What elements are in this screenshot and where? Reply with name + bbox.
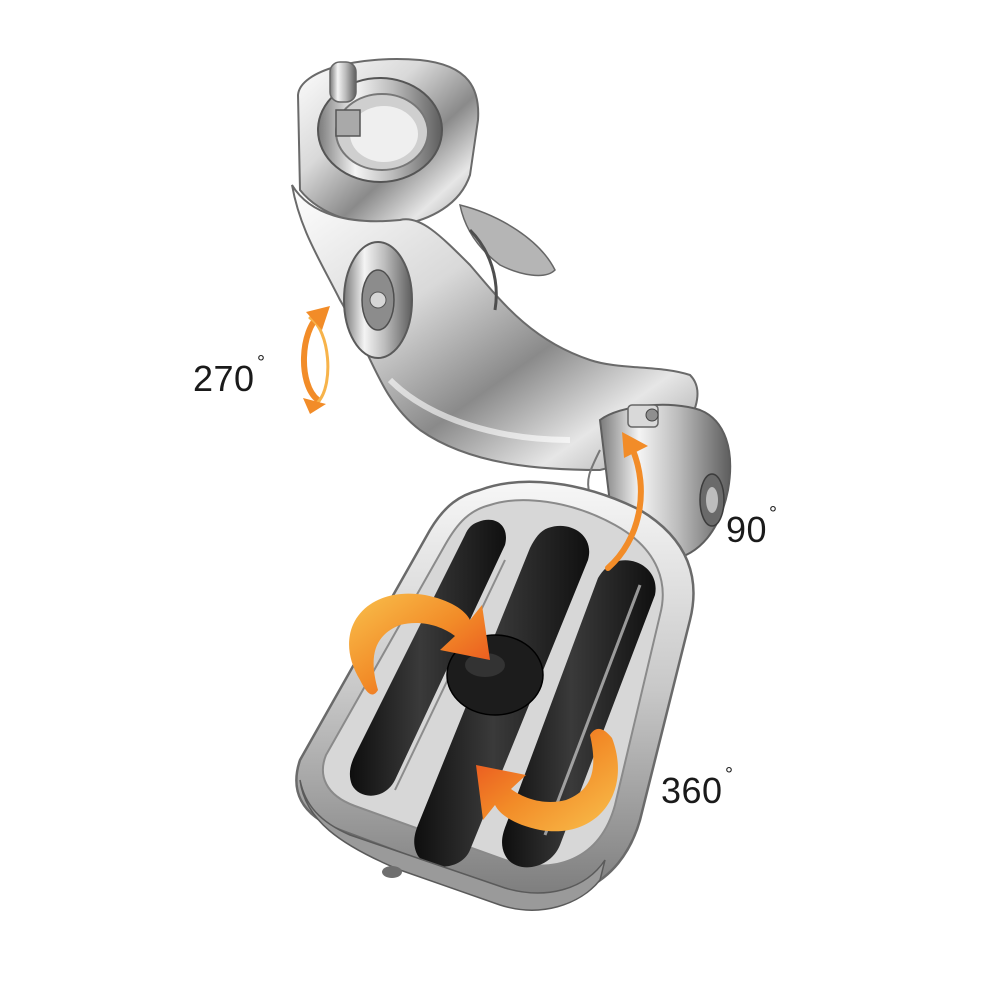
rotation-label-90: 90° [726, 503, 777, 551]
clamp-arm [291, 184, 699, 472]
rotation-value-360: 360 [661, 770, 723, 811]
rotation-label-360: 360° [661, 764, 733, 812]
degree-symbol: ° [769, 503, 778, 525]
rotation-arrow-360-icon [349, 593, 618, 832]
rotation-arrow-270-icon [300, 306, 330, 414]
rotation-label-270: 270° [193, 352, 265, 400]
rotation-arrow-90-icon [605, 432, 648, 571]
plate-edge [299, 779, 606, 911]
rotation-value-90: 90 [726, 509, 768, 550]
degree-symbol: ° [725, 764, 734, 786]
rotation-value-270: 270 [193, 358, 255, 399]
clamp-ring [296, 58, 480, 227]
degree-symbol: ° [257, 352, 266, 374]
